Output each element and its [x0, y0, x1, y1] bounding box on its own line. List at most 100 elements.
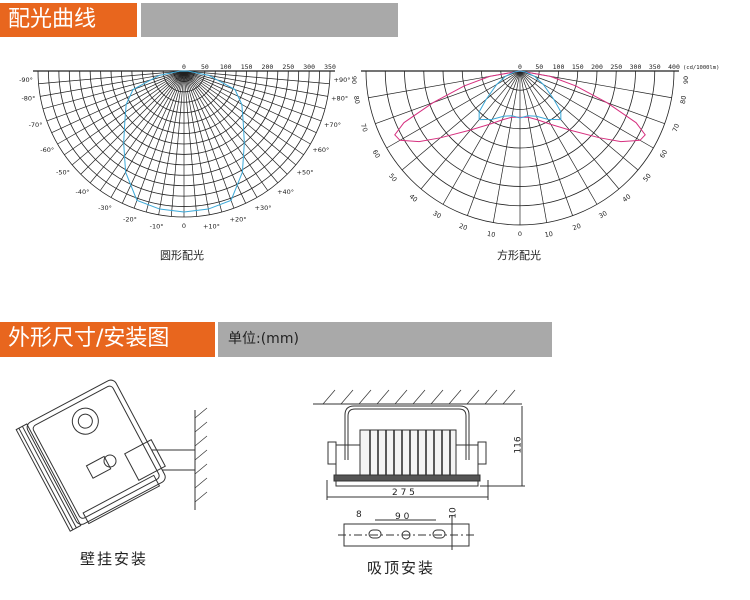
grid-spoke	[183, 70, 317, 134]
radial-tick-label: 50	[535, 63, 543, 71]
radial-tick-label: 100	[553, 63, 565, 71]
angle-label: 50	[387, 172, 398, 183]
angle-label: -50°	[56, 169, 70, 177]
grid-spoke	[38, 70, 185, 85]
angle-label: 10	[486, 230, 496, 239]
angle-label: 90	[350, 76, 358, 84]
angle-label: -10°	[150, 223, 164, 231]
grid-spoke	[121, 70, 185, 204]
grid-spoke	[183, 70, 304, 156]
radial-tick-label: 350	[649, 63, 661, 71]
grid-spoke	[80, 70, 185, 175]
grid-spoke	[57, 70, 185, 145]
grid-spoke	[89, 70, 185, 184]
grid-spoke	[183, 70, 322, 122]
radial-tick-label: 200	[262, 63, 274, 71]
grid-spoke	[183, 70, 326, 110]
grid-spoke	[519, 70, 665, 124]
angle-label: -30°	[98, 204, 112, 212]
grid-spoke	[133, 70, 185, 209]
angle-label: +50°	[297, 169, 314, 177]
angle-label: -90°	[19, 76, 33, 84]
section-bar	[141, 3, 398, 37]
grid-spoke	[183, 70, 235, 209]
grid-spoke	[492, 70, 521, 223]
grid-spoke	[183, 70, 311, 145]
angle-label: 60	[371, 148, 382, 159]
angle-label: 30	[431, 209, 442, 220]
angle-label: 80	[352, 95, 361, 105]
dimension-height: 116	[513, 436, 524, 454]
radial-tick-label: 300	[630, 63, 642, 71]
angle-label: -20°	[123, 215, 137, 223]
angle-label: +10°	[203, 223, 220, 231]
grid-spoke	[51, 70, 185, 134]
dimension-width: 2 7 5	[392, 488, 415, 498]
grid-spoke	[145, 70, 185, 213]
radial-tick-label: 350	[324, 63, 336, 71]
angle-label: +30°	[255, 204, 272, 212]
series-curve-circular	[123, 70, 245, 213]
radial-tick-label: 200	[591, 63, 603, 71]
dimension-hole-height: 10	[448, 507, 459, 519]
angle-label: 70	[359, 123, 369, 134]
unit-label: (cd/1000lm)	[683, 65, 719, 71]
grid-spoke	[183, 70, 330, 85]
grid-spoke	[99, 70, 185, 191]
angle-label: +60°	[312, 146, 329, 154]
grid-spoke	[183, 70, 297, 166]
grid-spoke	[183, 70, 288, 175]
caption-ceiling: 吸顶安装	[367, 559, 436, 577]
angle-label: 20	[458, 222, 469, 232]
grid-spoke	[183, 70, 269, 191]
grid-spoke	[519, 70, 573, 216]
radial-tick-label: 250	[282, 63, 294, 71]
grid-spoke	[183, 70, 223, 213]
radial-tick-label: 400	[668, 63, 680, 71]
radial-tick-label: 100	[220, 63, 232, 71]
grid-spoke	[519, 70, 548, 223]
angle-label: 40	[408, 192, 419, 203]
angle-label: +40°	[277, 188, 294, 196]
grid-spoke	[519, 70, 598, 205]
grid-spoke	[183, 70, 198, 217]
angle-label: 60	[658, 148, 669, 159]
grid-spoke	[158, 70, 185, 215]
grid-spoke	[71, 70, 185, 166]
angle-label-zero: 0	[518, 230, 522, 238]
radial-tick-label: 300	[303, 63, 315, 71]
grid-spoke	[46, 70, 185, 122]
angle-label: 50	[641, 172, 652, 183]
dimension-hole-spacing: 9 0	[395, 512, 410, 522]
caption-round: 圆形配光	[160, 249, 204, 262]
unit-label: 单位:(mm)	[218, 322, 552, 357]
angle-label: -60°	[40, 146, 54, 154]
series-curve-C90-270	[478, 70, 562, 121]
grid-spoke	[442, 70, 521, 205]
angle-label: 20	[572, 222, 583, 232]
radial-tick-label: 50	[201, 63, 209, 71]
grid-spoke	[375, 70, 521, 124]
grid-spoke	[183, 70, 247, 204]
angle-label: -70°	[29, 121, 43, 129]
grid-spoke	[110, 70, 185, 198]
angle-label: 30	[597, 209, 608, 220]
angle-label: +80°	[331, 94, 348, 102]
angle-label: -40°	[76, 188, 90, 196]
radial-tick-label: 150	[572, 63, 584, 71]
grid-spoke	[170, 70, 185, 217]
section-title-dimensions: 外形尺寸/安装图	[0, 322, 215, 357]
grid-spoke	[183, 70, 279, 184]
radial-tick-label: 0	[182, 63, 186, 71]
caption-wall: 壁挂安装	[80, 550, 149, 568]
grid-spoke	[64, 70, 185, 156]
section-title-light-distribution: 配光曲线	[0, 3, 137, 37]
dimension-hole-width: 8	[356, 510, 362, 520]
series-curve-C0-180	[394, 70, 646, 143]
grid-spoke	[183, 70, 210, 215]
grid-spoke	[42, 70, 185, 110]
angle-label: +90°	[334, 76, 351, 84]
caption-square: 方形配光	[497, 249, 541, 262]
radial-tick-label: 0	[518, 63, 522, 71]
